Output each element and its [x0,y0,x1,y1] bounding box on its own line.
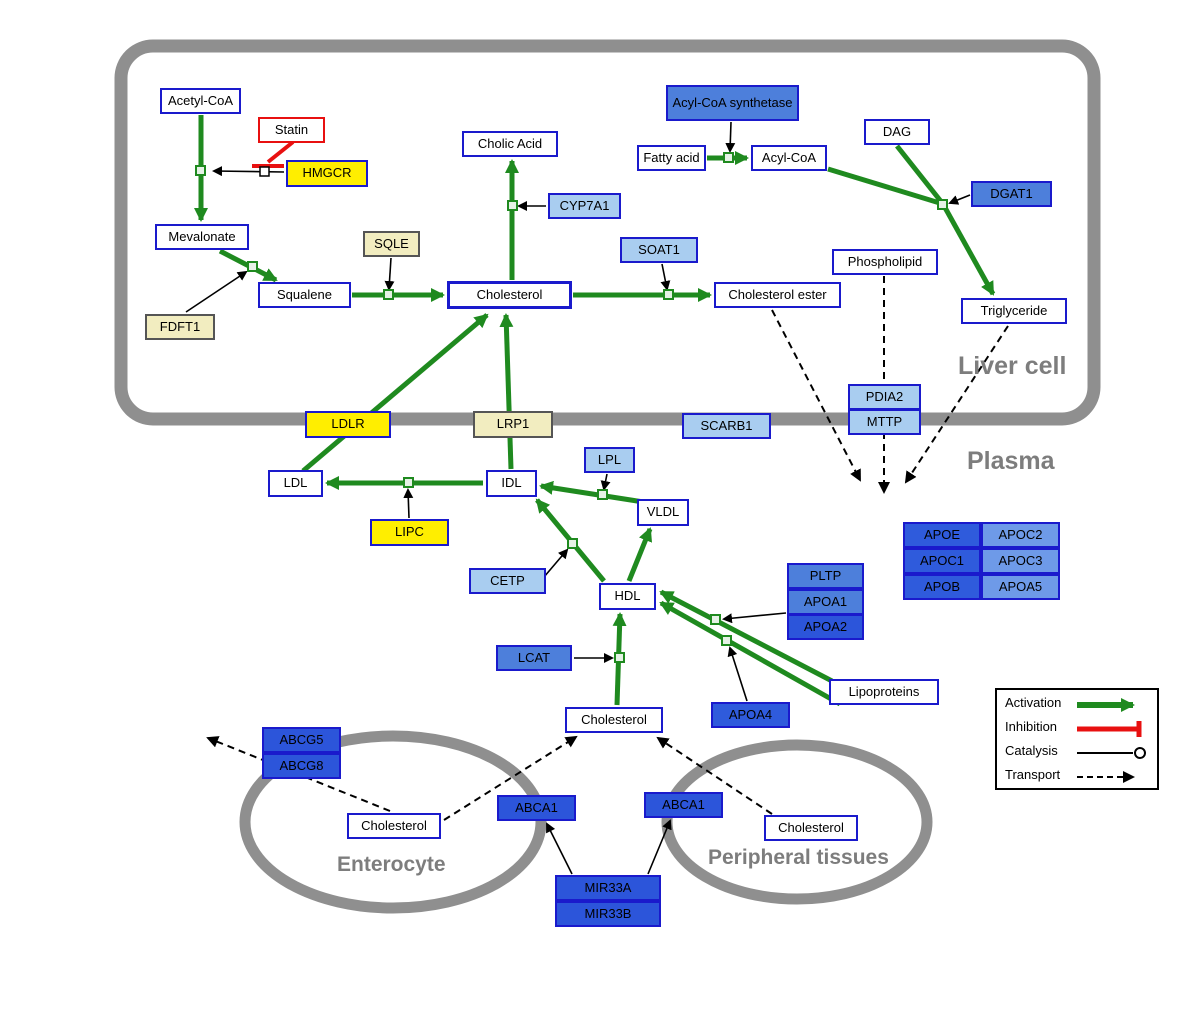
node-dag[interactable]: DAG [864,119,930,145]
legend-transport-label: Transport [1005,767,1061,782]
node-acyl-coa-synthetase[interactable]: Acyl-CoA synthetase [666,85,799,121]
legend-symbols [1077,698,1146,783]
node-phospholipid[interactable]: Phospholipid [832,249,938,275]
node-cholesterol-peripheral[interactable]: Cholesterol [764,815,858,841]
node-apoa5[interactable]: APOA5 [981,574,1060,600]
legend-inhibition-label: Inhibition [1005,719,1058,734]
node-cholesterol-ester[interactable]: Cholesterol ester [714,282,841,308]
node-lcat[interactable]: LCAT [496,645,572,671]
node-statin[interactable]: Statin [258,117,325,143]
node-lipc[interactable]: LIPC [370,519,449,546]
node-hmgcr[interactable]: HMGCR [286,160,368,187]
plasma-label: Plasma [967,447,1055,475]
legend-activation-label: Activation [1005,695,1062,710]
enterocyte-label: Enterocyte [337,853,446,876]
node-cholesterol-plasma[interactable]: Cholesterol [565,707,663,733]
node-apoa4[interactable]: APOA4 [711,702,790,728]
node-apoc3[interactable]: APOC3 [981,548,1060,574]
node-dgat1[interactable]: DGAT1 [971,181,1052,207]
node-apoc1[interactable]: APOC1 [903,548,981,574]
node-abca1-peripheral[interactable]: ABCA1 [644,792,723,818]
node-pdia2[interactable]: PDIA2 [848,384,921,410]
liver-cell-label: Liver cell [958,352,1067,380]
node-apoa2[interactable]: APOA2 [787,614,864,640]
node-abcg5[interactable]: ABCG5 [262,727,341,753]
node-acyl-coa[interactable]: Acyl-CoA [751,145,827,171]
catalysis-edges [185,121,971,875]
peripheral-tissues-label: Peripheral tissues [708,846,889,869]
node-cholesterol-enterocyte[interactable]: Cholesterol [347,813,441,839]
node-cholesterol-liver[interactable]: Cholesterol [447,281,572,309]
enterocyte-membrane [239,730,547,914]
node-cholic-acid[interactable]: Cholic Acid [462,131,558,157]
statin-junction-square [259,166,270,177]
node-idl[interactable]: IDL [486,470,537,497]
node-fatty-acid[interactable]: Fatty acid [637,145,706,171]
node-hdl[interactable]: HDL [599,583,656,610]
reaction-node-squares [195,152,948,663]
node-acetyl-coa[interactable]: Acetyl-CoA [160,88,241,114]
node-ldl[interactable]: LDL [268,470,323,497]
node-cyp7a1[interactable]: CYP7A1 [548,193,621,219]
node-squalene[interactable]: Squalene [258,282,351,308]
node-apoe[interactable]: APOE [903,522,981,548]
node-fdft1[interactable]: FDFT1 [145,314,215,340]
node-scarb1[interactable]: SCARB1 [682,413,771,439]
node-pltp[interactable]: PLTP [787,563,864,589]
node-lipoproteins[interactable]: Lipoproteins [829,679,939,705]
inhibition-edge-statin [252,140,295,168]
legend-inhibition-icon [1077,721,1142,737]
node-triglyceride[interactable]: Triglyceride [961,298,1067,324]
liver-cell-membrane [114,39,1101,426]
node-apoa1[interactable]: APOA1 [787,589,864,615]
node-ldlr[interactable]: LDLR [305,411,391,438]
node-lrp1[interactable]: LRP1 [473,411,553,438]
node-lpl[interactable]: LPL [584,447,635,473]
legend-catalysis-label: Catalysis [1005,743,1058,758]
node-mir33b[interactable]: MIR33B [555,901,661,927]
node-vldl[interactable]: VLDL [637,499,689,526]
legend-catalysis-icon [1077,747,1146,759]
node-apoc2[interactable]: APOC2 [981,522,1060,548]
node-sqle[interactable]: SQLE [363,231,420,257]
node-apob[interactable]: APOB [903,574,981,600]
legend: Activation Inhibition Catalysis Transpor… [995,688,1159,790]
node-mevalonate[interactable]: Mevalonate [155,224,249,250]
node-abca1-enterocyte[interactable]: ABCA1 [497,795,576,821]
node-mir33a[interactable]: MIR33A [555,875,661,901]
activation-edges [194,115,996,707]
node-cetp[interactable]: CETP [469,568,546,594]
node-soat1[interactable]: SOAT1 [620,237,698,263]
node-mttp[interactable]: MTTP [848,409,921,435]
node-abcg8[interactable]: ABCG8 [262,753,341,779]
